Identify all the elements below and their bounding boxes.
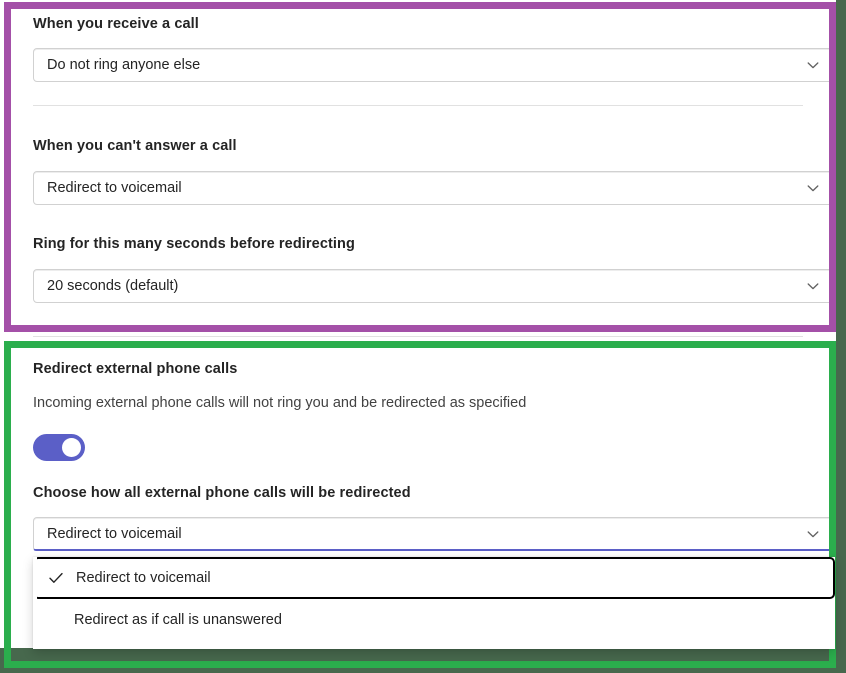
cant-answer-field: When you can't answer a call — [33, 136, 237, 156]
chevron-down-icon — [805, 180, 821, 196]
chevron-down-icon — [805, 278, 821, 294]
checkmark-icon — [47, 569, 65, 587]
cant-answer-label: When you can't answer a call — [33, 138, 237, 154]
listbox-edge — [33, 557, 37, 649]
listbox-option-label: Redirect to voicemail — [76, 570, 211, 586]
redirect-method-value: Redirect to voicemail — [47, 525, 182, 542]
cant-answer-select[interactable]: Redirect to voicemail — [33, 171, 833, 205]
redirect-external-description: Incoming external phone calls will not r… — [33, 395, 527, 411]
panel-divider — [33, 336, 803, 337]
choose-redirect-label: Choose how all external phone calls will… — [33, 485, 411, 501]
redirect-external-toggle[interactable] — [33, 434, 85, 461]
ring-seconds-value: 20 seconds (default) — [47, 278, 179, 294]
ring-seconds-select[interactable]: 20 seconds (default) — [33, 269, 833, 303]
receive-call-field: When you receive a call — [33, 14, 199, 34]
chevron-down-icon — [805, 526, 821, 542]
ring-seconds-label: Ring for this many seconds before redire… — [33, 236, 355, 252]
toggle-knob — [62, 438, 81, 457]
call-answering-rules-panel: When you receive a call Do not ring anyo… — [0, 0, 836, 337]
receive-call-value: Do not ring anyone else — [47, 57, 201, 73]
listbox-option-redirect-to-voicemail[interactable]: Redirect to voicemail — [33, 557, 835, 599]
redirect-method-select[interactable]: Redirect to voicemail — [33, 517, 833, 551]
cant-answer-value: Redirect to voicemail — [47, 180, 182, 196]
listbox-option-truncated[interactable] — [33, 641, 835, 649]
redirect-method-listbox[interactable]: Redirect to voicemail Redirect as if cal… — [33, 557, 835, 649]
section-divider — [33, 105, 803, 106]
redirect-external-heading: Redirect external phone calls — [33, 361, 238, 377]
chevron-down-icon — [805, 57, 821, 73]
receive-call-select[interactable]: Do not ring anyone else — [33, 48, 833, 82]
receive-call-label: When you receive a call — [33, 16, 199, 32]
listbox-option-label: Redirect as if call is unanswered — [74, 612, 282, 628]
ring-seconds-field: Ring for this many seconds before redire… — [33, 234, 355, 254]
listbox-option-redirect-as-if-unanswered[interactable]: Redirect as if call is unanswered — [33, 599, 835, 641]
